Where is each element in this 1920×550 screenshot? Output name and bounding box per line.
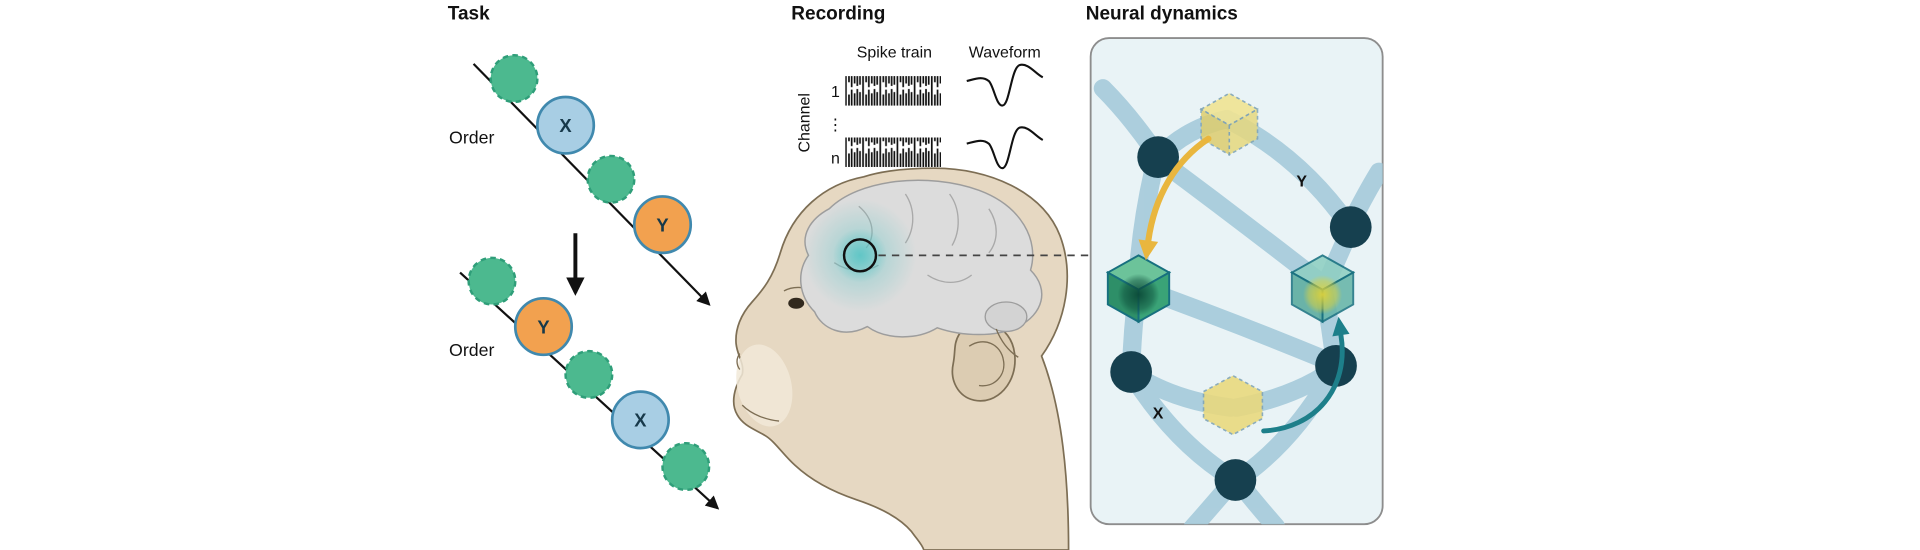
task-trial-1: Order X Y [449, 54, 711, 306]
distractor-circle [661, 441, 711, 492]
neural-title: Neural dynamics [1086, 4, 1238, 25]
stimulus-x-letter: X [559, 115, 572, 136]
transition-arrow-teal [1261, 332, 1345, 434]
distractor-circle [564, 349, 614, 399]
stimulus-y-circle [632, 195, 693, 255]
neural-panel: Neural dynamics [1086, 4, 1384, 526]
monkey-head [732, 167, 1090, 550]
recording-panel: Recording Spike train Waveform Channel 1… [732, 4, 1090, 550]
memory-cube-x [1202, 374, 1264, 436]
monkey-muzzle [736, 344, 793, 427]
waveform-label: Waveform [969, 45, 1041, 62]
channel-last-tick: n [831, 150, 840, 167]
monkey-mouth [741, 404, 780, 422]
order-label-2: Order [449, 340, 495, 360]
stimulus-y-letter: Y [656, 214, 668, 235]
state-y-label: Y [1296, 174, 1307, 191]
waveform-channel-n [966, 126, 1044, 170]
stimulus-y-letter: Y [537, 316, 549, 337]
monkey-ear-inner [968, 341, 1005, 387]
distractor-circle [489, 54, 539, 104]
cerebellum [984, 301, 1028, 333]
active-cube-teal [1289, 254, 1356, 324]
brainstem [995, 328, 1019, 358]
channel-axis-label: Channel [797, 93, 814, 152]
spike-train-label: Spike train [857, 45, 932, 62]
stimulus-x-letter: X [634, 410, 647, 431]
transition-arrow-yellow-head [1138, 239, 1159, 261]
active-cube-green [1105, 254, 1172, 324]
recording-title: Recording [791, 4, 885, 25]
distractor-circle [467, 256, 517, 306]
task-panel: Task Order X Y Order Y X [448, 4, 720, 510]
recording-site-circle [842, 238, 878, 273]
stimulus-x-circle [536, 95, 596, 155]
stimulus-y-circle [513, 296, 574, 357]
neural-network: Y X [1093, 79, 1383, 525]
channel-ellipsis: ⋮ [828, 117, 844, 134]
task-trial-2: Order Y X [449, 256, 720, 510]
channel-first-tick: 1 [831, 84, 840, 101]
memory-cube-y [1199, 92, 1260, 157]
task-title: Task [448, 4, 490, 25]
spike-train-channel-1 [845, 76, 941, 106]
recording-site-glow-core [833, 228, 888, 283]
network-nodes [1110, 136, 1372, 501]
monkey-eye [788, 297, 805, 309]
spike-train-channel-n [845, 137, 941, 167]
monkey-nostril [736, 353, 741, 370]
distractor-circle [586, 154, 636, 204]
transition-arrow-yellow [1145, 135, 1212, 244]
state-x-label: X [1153, 406, 1164, 423]
waveform-channel-1 [966, 63, 1044, 107]
stimulus-x-circle [610, 390, 670, 450]
transition-arrow-teal-head [1332, 316, 1350, 337]
order-label-1: Order [449, 128, 495, 148]
